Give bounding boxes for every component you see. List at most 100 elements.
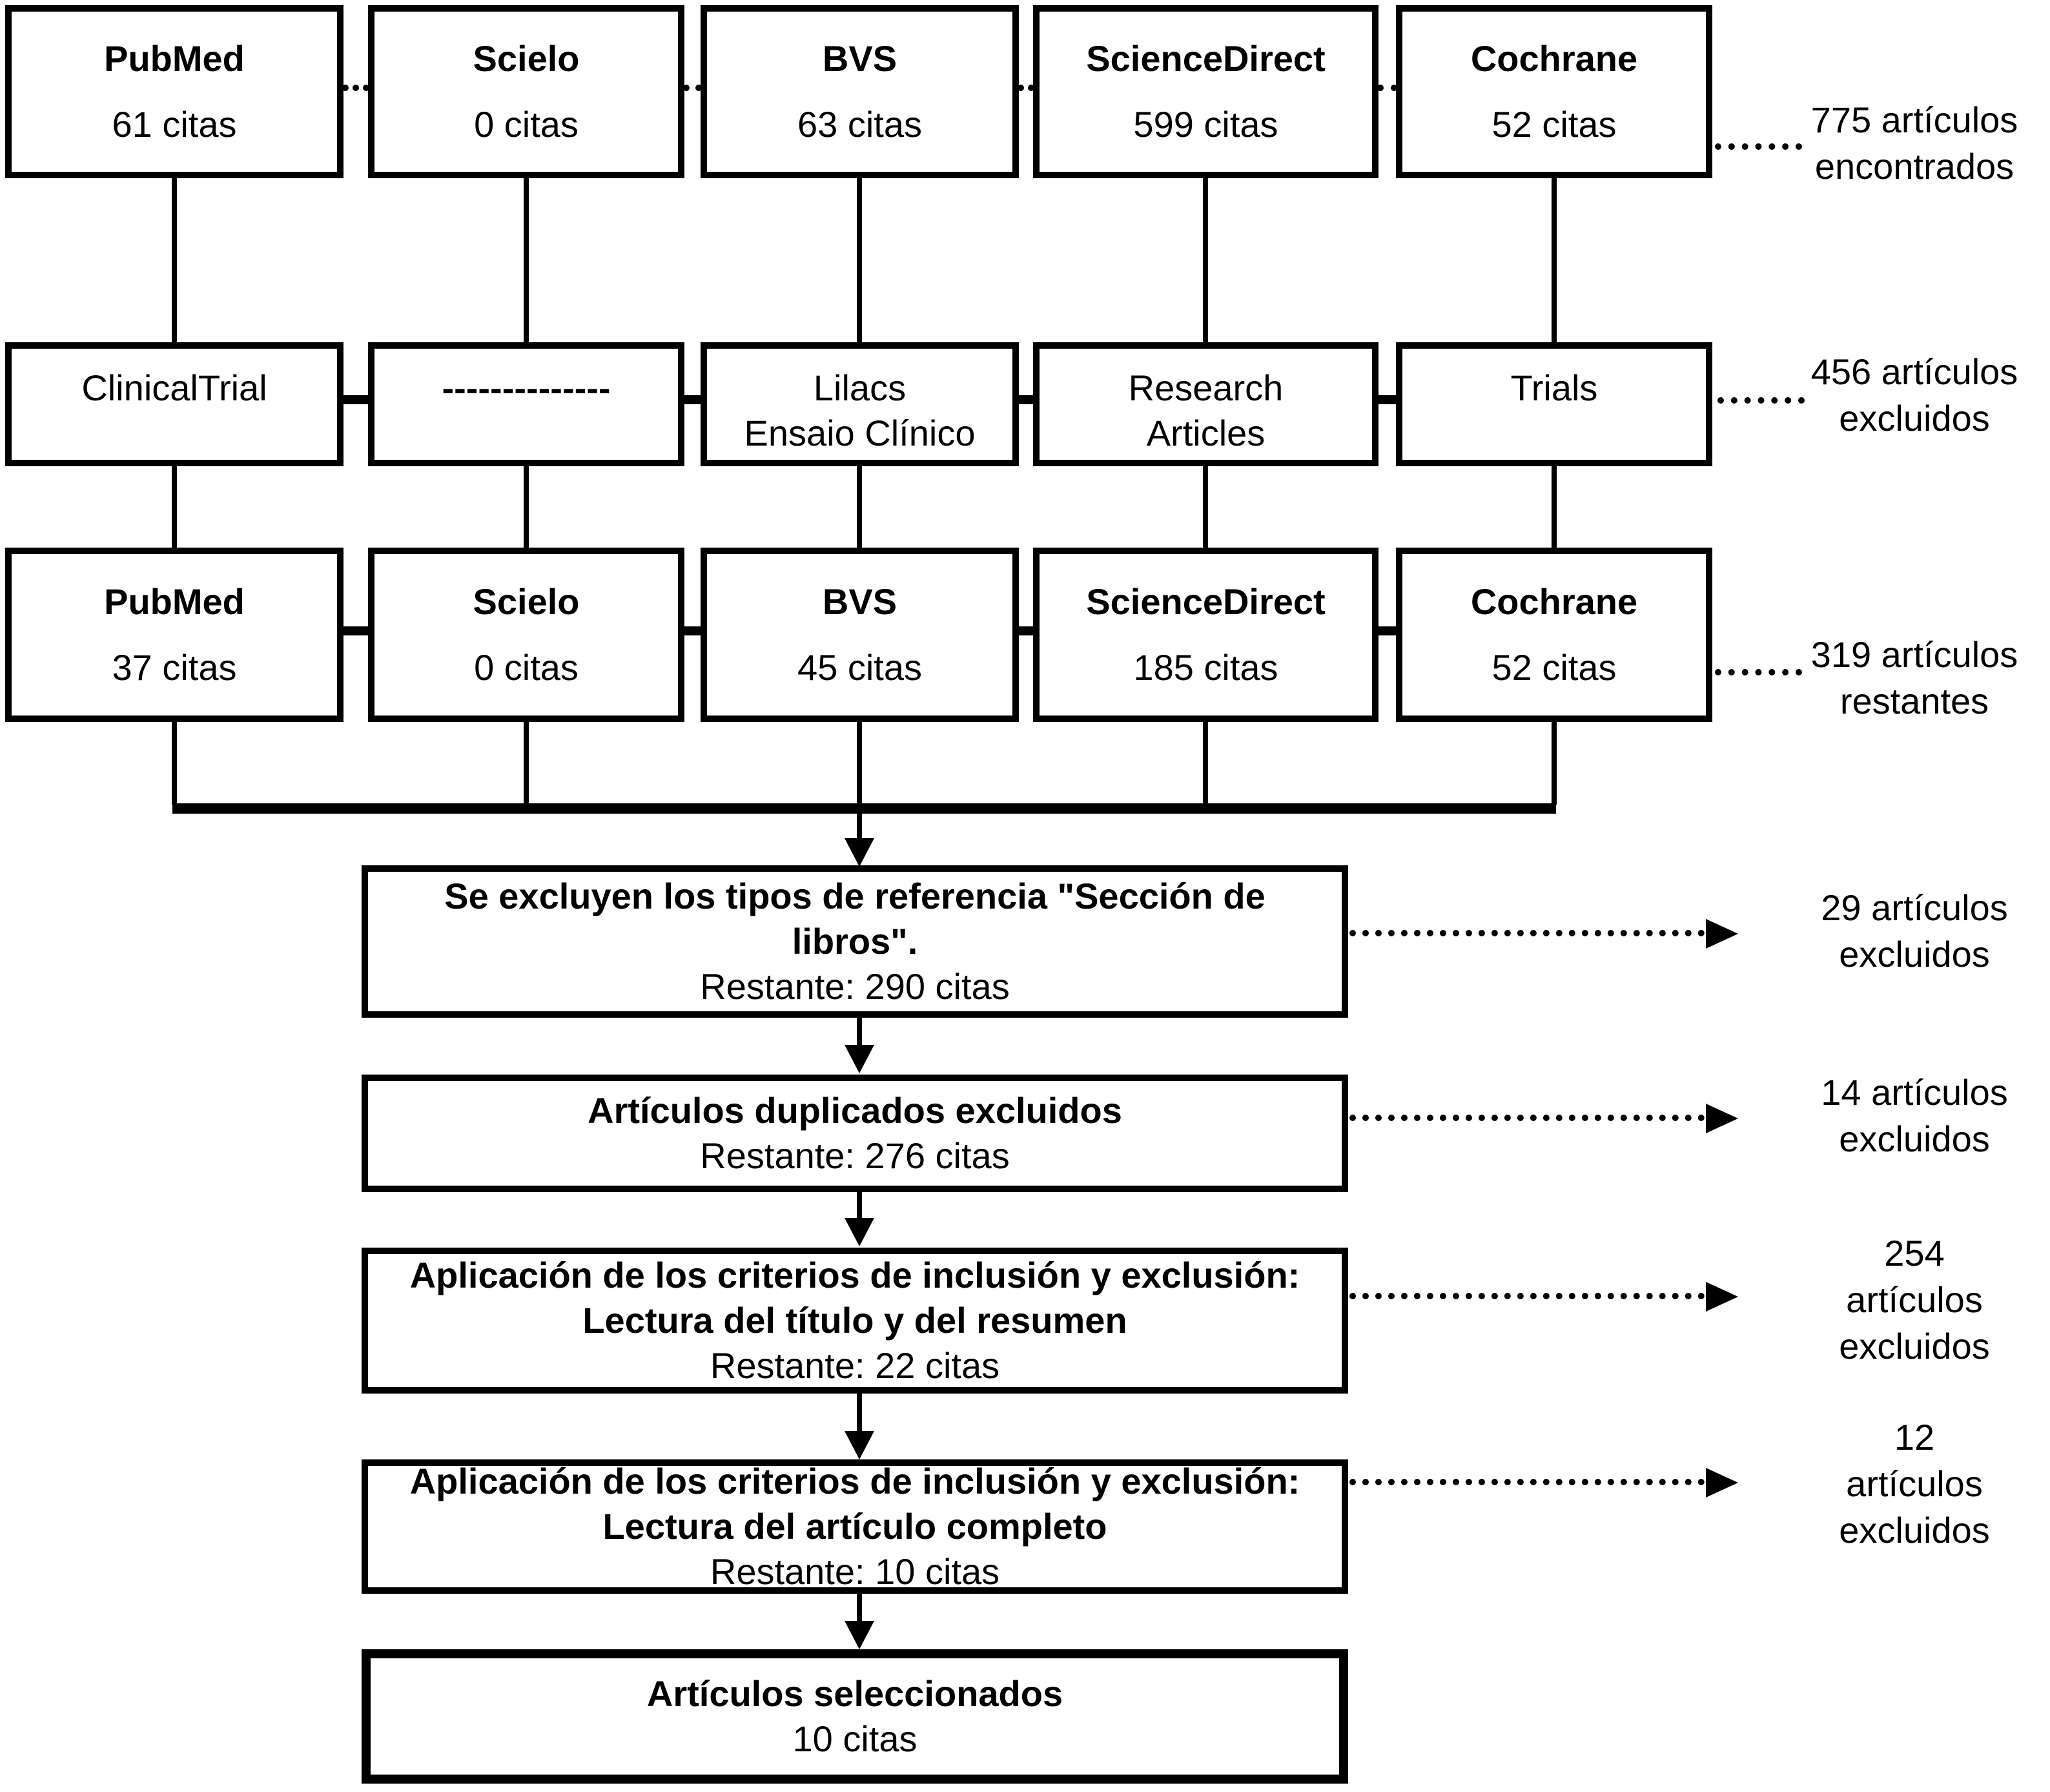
- annotation-remaining: 319 artículos restantes: [1810, 634, 2018, 721]
- step-remaining: Restante: 290 citas: [700, 966, 1010, 1007]
- annotation-step1-excluded: 29 artículos excluidos: [1821, 887, 2008, 974]
- filter-label: --------------: [442, 367, 611, 408]
- source-box-pubmed-remaining: PubMed 37 citas: [5, 548, 343, 722]
- source-name: ScienceDirect: [1086, 38, 1326, 79]
- filter-label: ClinicalTrial: [81, 367, 267, 408]
- connector-line: [1552, 466, 1557, 548]
- connector-line: [524, 722, 529, 805]
- filter-box-research-articles: Research Articles: [1033, 342, 1379, 466]
- filter-box-lilacs: Lilacs Ensaio Clínico: [701, 342, 1019, 466]
- source-count: 52 citas: [1491, 647, 1617, 688]
- filter-label: Trials: [1510, 367, 1598, 408]
- source-name: PubMed: [104, 38, 245, 79]
- solid-connector: [682, 395, 703, 404]
- filter-box-none: --------------: [368, 342, 684, 466]
- merge-bar: [172, 803, 1556, 814]
- source-name: Cochrane: [1470, 38, 1638, 79]
- connector-line: [1203, 722, 1208, 805]
- arrowhead-down-icon: [845, 1045, 874, 1073]
- dotted-connector: [342, 85, 369, 91]
- step-title: Artículos duplicados excluidos: [588, 1090, 1122, 1131]
- step-title: Aplicación de los criterios de inclusión…: [409, 1461, 1300, 1547]
- connector-line: [172, 178, 177, 342]
- connector-line: [1552, 178, 1557, 342]
- annotation-filter-excluded: 456 artículos excluidos: [1810, 351, 2018, 438]
- source-box-sciencedirect-found: ScienceDirect 599 citas: [1033, 5, 1379, 178]
- connector-line: [1203, 178, 1208, 342]
- step-remaining: Restante: 10 citas: [710, 1551, 1000, 1592]
- solid-connector: [1376, 626, 1399, 635]
- connector-line: [172, 466, 177, 548]
- arrowhead-down-icon: [845, 838, 874, 867]
- filter-label: Lilacs Ensaio Clínico: [744, 367, 976, 453]
- final-title: Artículos seleccionados: [646, 1673, 1063, 1714]
- annotation-step3-excluded: 254 artículos excluidos: [1839, 1233, 1990, 1366]
- solid-connector: [1376, 395, 1399, 404]
- connector-line: [1203, 466, 1208, 548]
- dotted-connector: [1349, 1293, 1705, 1299]
- step-box-2: Artículos duplicados excluidos Restante:…: [362, 1075, 1348, 1192]
- connector-line: [172, 722, 177, 805]
- solid-connector: [341, 395, 371, 404]
- connector-line: [857, 466, 862, 548]
- arrowhead-down-icon: [845, 1431, 874, 1459]
- source-count: 45 citas: [797, 647, 922, 688]
- arrowhead-right-icon: [1706, 919, 1738, 949]
- solid-connector: [682, 626, 703, 635]
- dotted-connector: [1018, 85, 1034, 91]
- connector-line: [524, 466, 529, 548]
- connector-line: [857, 814, 862, 839]
- source-name: PubMed: [104, 581, 245, 622]
- source-box-scielo-remaining: Scielo 0 citas: [368, 548, 684, 722]
- source-count: 599 citas: [1133, 104, 1278, 145]
- source-count: 0 citas: [474, 104, 579, 145]
- step-title: Se excluyen los tipos de referencia "Sec…: [444, 876, 1266, 962]
- arrowhead-right-icon: [1706, 1104, 1738, 1133]
- source-box-bvs-remaining: BVS 45 citas: [701, 548, 1019, 722]
- solid-connector: [1016, 626, 1036, 635]
- dotted-connector: [1717, 397, 1805, 404]
- final-box-selected: Artículos seleccionados 10 citas: [362, 1649, 1348, 1784]
- source-box-scielo-found: Scielo 0 citas: [368, 5, 684, 178]
- arrowhead-right-icon: [1706, 1282, 1738, 1312]
- step-box-4: Aplicación de los criterios de inclusión…: [362, 1459, 1348, 1594]
- step-remaining: Restante: 22 citas: [710, 1345, 1000, 1386]
- connector-line: [524, 178, 529, 342]
- arrowhead-down-icon: [845, 1218, 874, 1246]
- connector-line: [857, 1192, 862, 1219]
- annotation-step2-excluded: 14 artículos excluidos: [1821, 1072, 2008, 1159]
- source-count: 52 citas: [1491, 104, 1617, 145]
- source-box-sciencedirect-remaining: ScienceDirect 185 citas: [1033, 548, 1379, 722]
- filter-box-clinicaltrial: ClinicalTrial: [5, 342, 343, 466]
- source-name: Scielo: [473, 581, 580, 622]
- source-name: BVS: [822, 38, 897, 79]
- dotted-connector: [1349, 1479, 1705, 1485]
- source-name: Scielo: [473, 38, 580, 79]
- dotted-connector: [1715, 669, 1802, 675]
- step-box-1: Se excluyen los tipos de referencia "Sec…: [362, 865, 1348, 1018]
- connector-line: [857, 1594, 862, 1622]
- connector-line: [857, 1394, 862, 1432]
- step-remaining: Restante: 276 citas: [700, 1135, 1010, 1176]
- final-count: 10 citas: [792, 1718, 917, 1759]
- arrowhead-down-icon: [845, 1621, 874, 1649]
- dotted-connector: [1715, 143, 1802, 150]
- dotted-connector: [1377, 85, 1397, 91]
- connector-line: [857, 722, 862, 805]
- step-title: Aplicación de los criterios de inclusión…: [409, 1255, 1300, 1341]
- filter-box-trials: Trials: [1396, 342, 1712, 466]
- filter-label: Research Articles: [1128, 367, 1284, 453]
- step-box-3: Aplicación de los criterios de inclusión…: [362, 1248, 1348, 1394]
- dotted-connector: [1349, 1115, 1705, 1121]
- source-box-cochrane-remaining: Cochrane 52 citas: [1396, 548, 1712, 722]
- source-name: BVS: [822, 581, 897, 622]
- connector-line: [1552, 722, 1557, 805]
- source-box-bvs-found: BVS 63 citas: [701, 5, 1019, 178]
- dotted-connector: [683, 85, 702, 91]
- solid-connector: [1016, 395, 1036, 404]
- arrowhead-right-icon: [1706, 1468, 1738, 1498]
- connector-line: [857, 1018, 862, 1046]
- dotted-connector: [1349, 930, 1705, 936]
- source-name: ScienceDirect: [1086, 581, 1326, 622]
